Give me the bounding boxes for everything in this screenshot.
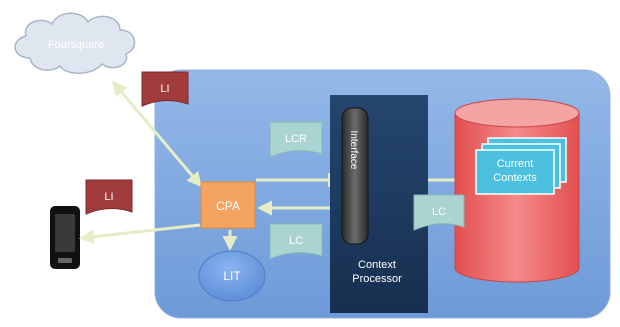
current-contexts-label-line2: Contexts [493, 172, 537, 184]
mobile-phone-icon [50, 206, 80, 269]
flag-lc-right: LC [413, 194, 465, 231]
interface-bar [341, 107, 369, 245]
flag-lc-right-label: LC [432, 206, 446, 218]
current-contexts-label-line1: Current [497, 158, 534, 170]
cpa-box [200, 181, 256, 229]
flag-lcr: LCR [269, 121, 323, 158]
lit-ellipse [198, 250, 266, 302]
flag-li-left-label: LI [104, 191, 113, 203]
flag-lc-middle: LC [269, 223, 323, 260]
flag-lc-middle-label: LC [289, 235, 303, 247]
current-contexts-stack: Current Contexts [475, 137, 567, 195]
flag-li-left: LI [85, 179, 133, 215]
arrow-cpa-to-foursquare [112, 80, 202, 188]
flag-lcr-label: LCR [285, 133, 307, 145]
flag-li-top-label: LI [160, 83, 169, 95]
lit-label: LIT [223, 269, 241, 283]
foursquare-cloud: Foursquare [14, 12, 136, 74]
interface-label: Interface [348, 131, 359, 170]
arrow-cpa-to-phone [79, 223, 201, 245]
context-processor-label-line1: Context [358, 259, 396, 271]
cpa-label: CPA [216, 199, 240, 213]
context-processor-label-line2: Processor [352, 273, 402, 285]
flag-li-top: LI [141, 71, 189, 107]
foursquare-label: Foursquare [48, 39, 104, 51]
cloud-icon [14, 12, 136, 74]
